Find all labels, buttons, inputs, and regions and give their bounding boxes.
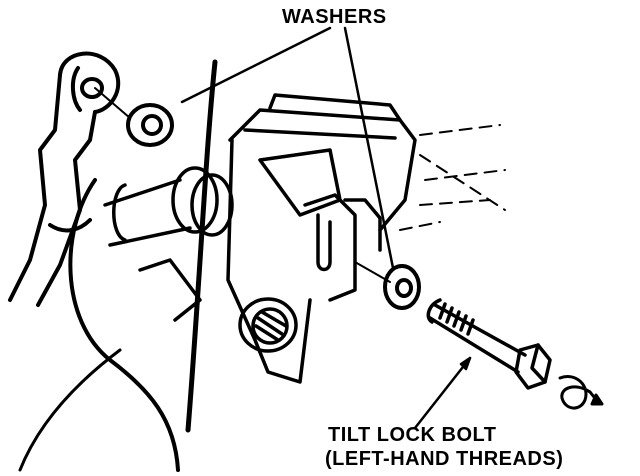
steering-column-outline [185, 59, 218, 433]
tilt-lock-bolt [426, 298, 552, 390]
column-cover-lower [18, 348, 122, 472]
washers-label: WASHERS [282, 6, 387, 28]
tilt-lock-bolt-label: TILT LOCK BOLT [328, 424, 497, 446]
left-washer [126, 103, 174, 147]
bolt-leader [413, 356, 472, 430]
washers-leader-right [343, 26, 395, 270]
left-hand-threads-label: (LEFT-HAND THREADS) [325, 448, 564, 470]
rotation-arrow [558, 375, 604, 410]
washers-leader-left [180, 26, 332, 104]
tilt-head-housing [103, 93, 417, 384]
dashed-guides [399, 124, 506, 231]
right-washer [383, 264, 421, 310]
tilt-lever [8, 51, 121, 307]
leader-lines [180, 26, 472, 430]
bolt-axis [94, 87, 391, 283]
pivot-bracket [303, 193, 382, 302]
